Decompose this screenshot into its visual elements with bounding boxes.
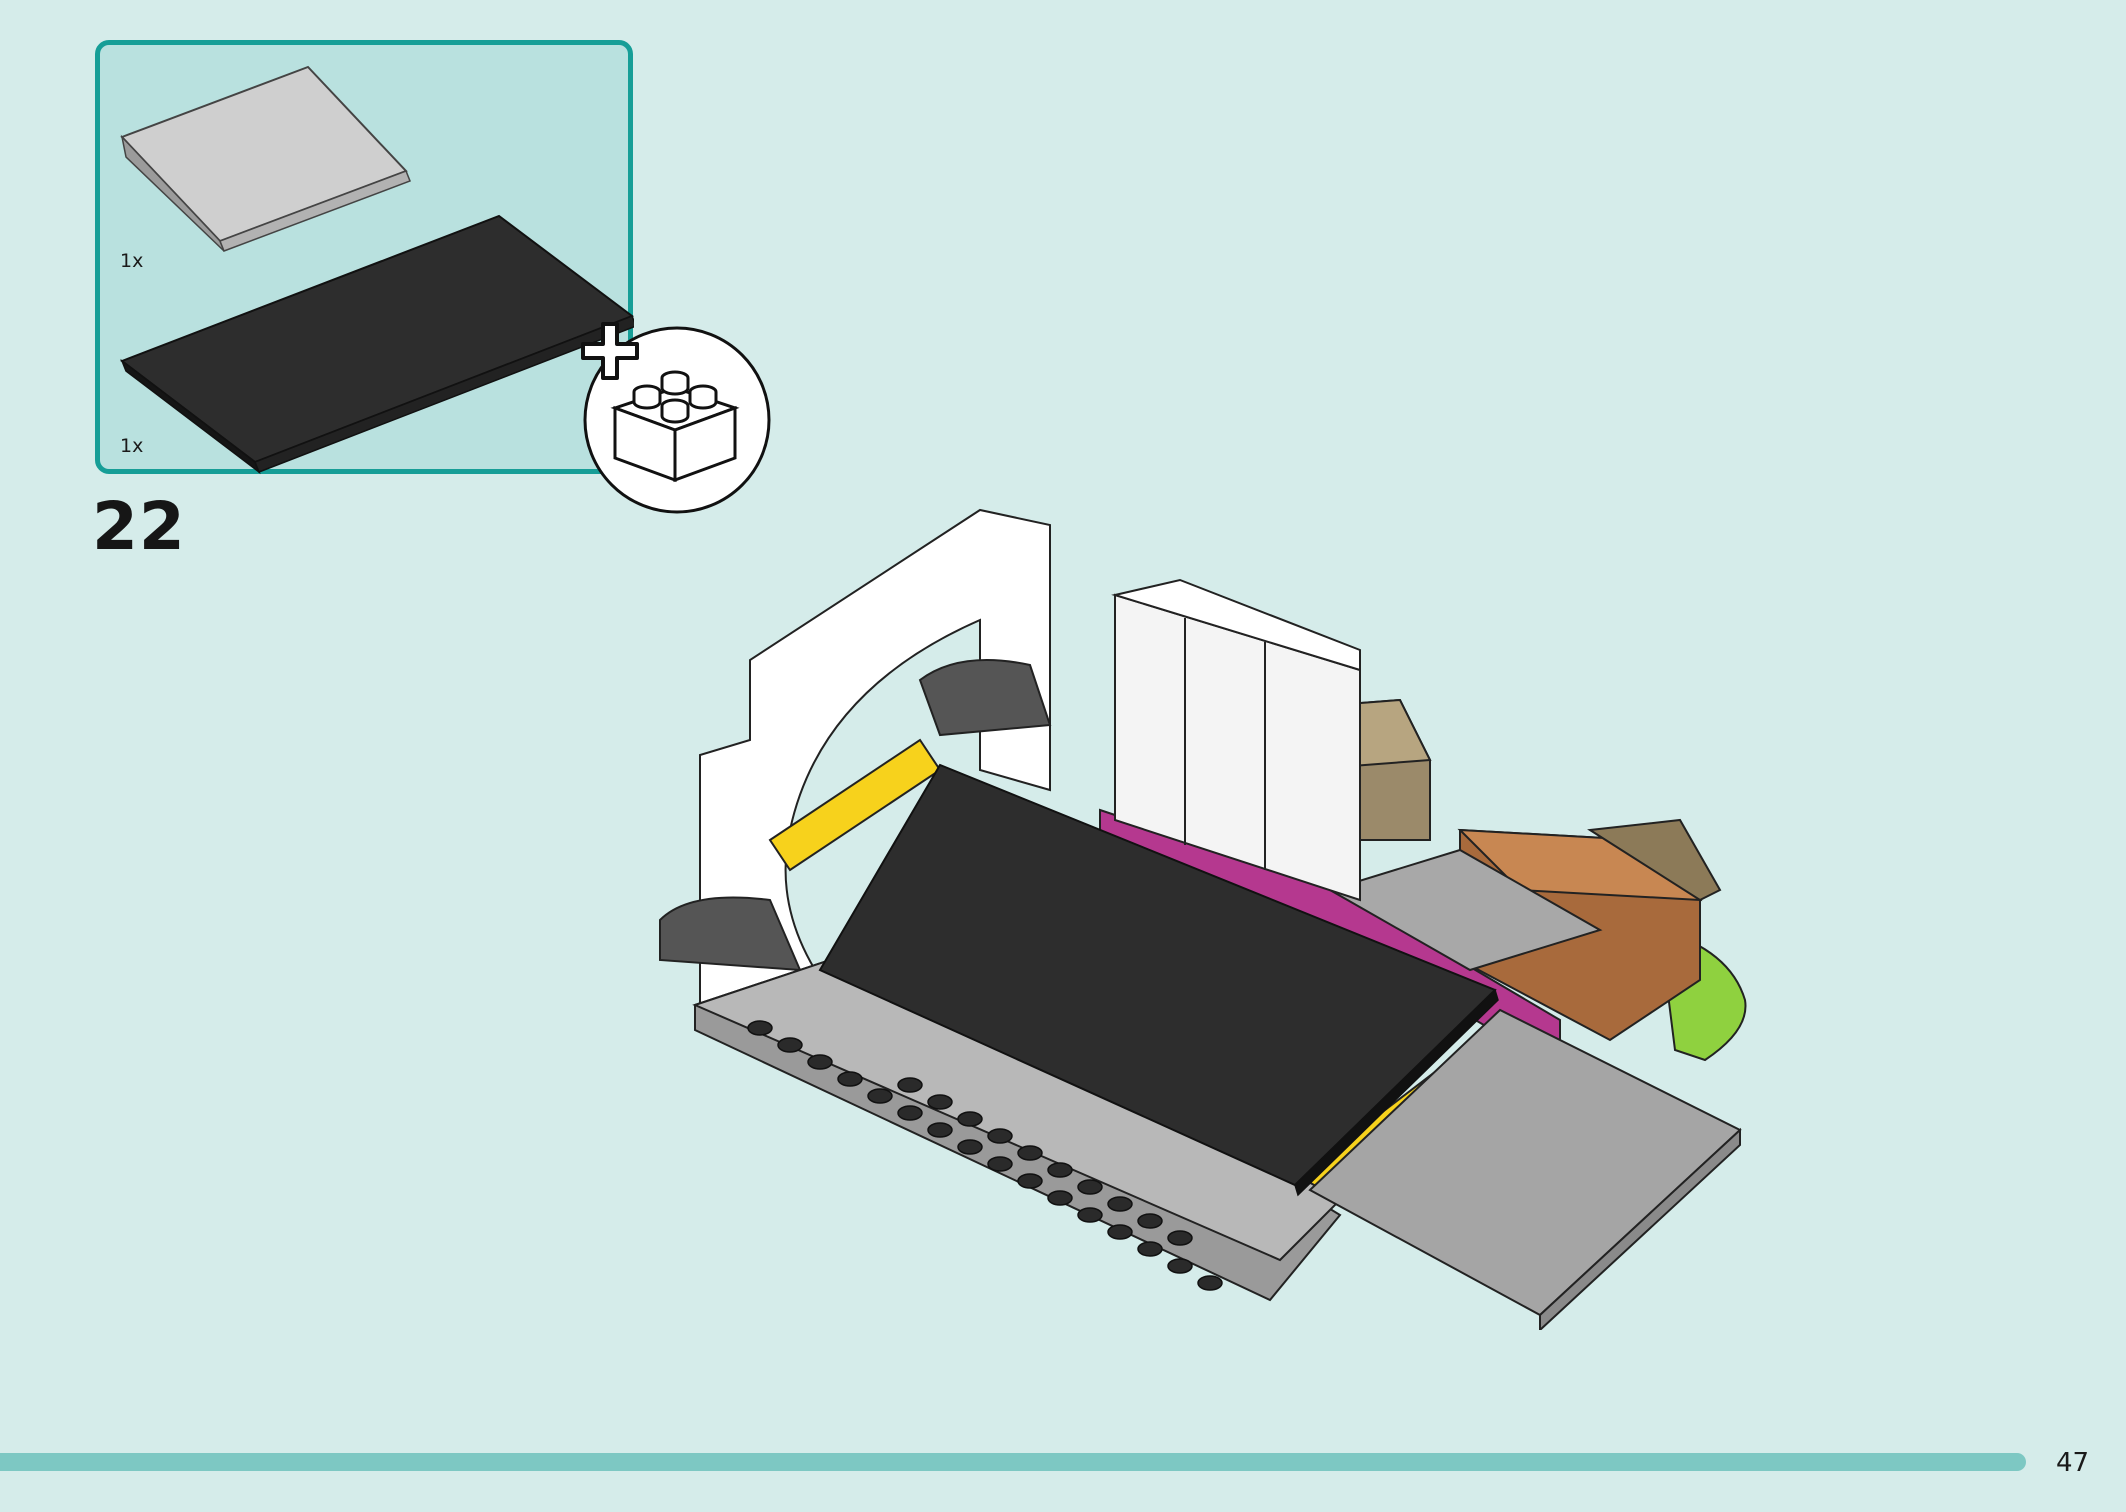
progress-bar [0, 1453, 2026, 1471]
model-assembly-illustration [659, 508, 1747, 1330]
gray-slope-tile-icon [120, 65, 411, 252]
gray-slope-placed [1308, 1008, 1742, 1330]
white-arch [699, 508, 1051, 1062]
page-number: 47 [2056, 1448, 2090, 1478]
parts-needed-box: 1x 1x [95, 40, 634, 475]
gray-plate [1327, 848, 1603, 972]
quantity-label-slope: 1x [120, 250, 144, 272]
black-plate-icon [119, 214, 634, 475]
white-tall-bricks [1111, 578, 1361, 902]
studs [747, 1020, 1223, 1291]
dark-gray-handles [659, 659, 1052, 972]
add-brick-icon [581, 322, 771, 514]
quantity-label-plate: 1x [120, 435, 144, 457]
step-number: 22 [92, 488, 186, 565]
black-plate-placed [818, 763, 1499, 1197]
